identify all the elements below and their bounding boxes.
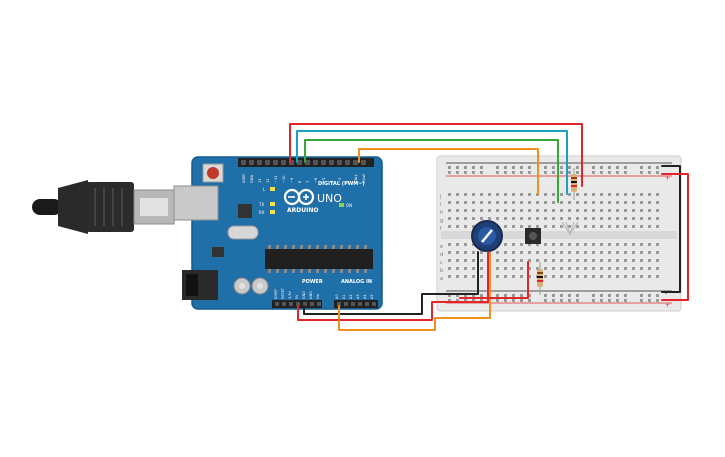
pin-label: 12 — [266, 178, 270, 183]
row-letter: g — [440, 218, 443, 224]
model-label: UNO — [317, 192, 342, 205]
rgb-led[interactable] — [561, 221, 579, 237]
svg-text:A1: A1 — [342, 295, 346, 299]
led-tx-label: TX — [258, 202, 264, 207]
rail-plus-label: + — [665, 175, 670, 182]
arduino-uno-board[interactable]: AREF GND 13 12 ~11 ~10 ~9 8 7 ~6 ~5 4 ~3… — [173, 156, 383, 310]
pin-label: 7 — [306, 181, 310, 183]
rail-plus-label: + — [665, 302, 670, 309]
svg-text:GND: GND — [309, 291, 313, 299]
pin-label: ~11 — [274, 175, 278, 183]
wire-red-top[interactable] — [289, 123, 583, 187]
wire-orange-a0[interactable] — [338, 253, 491, 331]
pin-label: ~3 — [338, 178, 342, 183]
svg-text:IOREF: IOREF — [274, 289, 278, 299]
digital-label: DIGITAL (PWM~) — [318, 181, 365, 187]
pin-label: TX▸1 — [354, 174, 358, 184]
potentiometer[interactable] — [471, 220, 503, 252]
power-label: POWER — [302, 279, 323, 285]
pin-label: ~10 — [282, 175, 286, 183]
wire-teal-top[interactable] — [296, 130, 568, 195]
pin-label: ~6 — [314, 177, 318, 183]
brand-label: ARDUINO — [287, 207, 318, 214]
pin-label: RX◂0 — [362, 173, 366, 183]
arduino-logo-icon — [283, 188, 315, 206]
pin-label: 8 — [298, 180, 302, 183]
rail-minus-label: - — [665, 290, 667, 297]
wire-red-rail[interactable] — [661, 173, 689, 301]
pin-label: 13 — [258, 178, 262, 183]
row-letter: e — [440, 244, 443, 250]
breadboard[interactable]: j i h g f e d c b a + - + - — [436, 155, 682, 312]
breadboard-holes — [448, 166, 659, 302]
svg-text:3.3V: 3.3V — [288, 291, 292, 299]
row-letter: f — [440, 226, 442, 232]
wire-red-button[interactable] — [459, 261, 529, 299]
pin-label: ~5 — [322, 178, 326, 183]
row-letter: j — [439, 194, 441, 200]
pin-label: ~9 — [290, 177, 294, 183]
svg-text:A5: A5 — [370, 295, 374, 299]
wire-black-rail[interactable] — [661, 165, 681, 293]
analog-label: ANALOG IN — [341, 279, 372, 285]
wire-red-5v[interactable] — [297, 251, 489, 321]
digital-pin-labels: AREF GND 13 12 ~11 ~10 ~9 8 7 ~6 ~5 4 ~3… — [242, 173, 366, 184]
pin-label: 4 — [330, 180, 334, 183]
svg-text:A3: A3 — [356, 295, 360, 299]
resistor-top — [571, 168, 577, 200]
pushbutton[interactable] — [525, 228, 541, 244]
row-letter: d — [440, 252, 443, 258]
led-l-label: L — [263, 187, 266, 192]
svg-text:5V: 5V — [295, 294, 299, 299]
reset-button[interactable] — [207, 167, 219, 179]
row-letter: a — [440, 276, 443, 282]
row-letter: h — [440, 210, 443, 216]
row-letter: c — [440, 260, 443, 266]
led-rx-label: RX — [259, 210, 265, 215]
svg-text:GND: GND — [302, 291, 306, 299]
pin-label: 2 — [346, 181, 350, 183]
led-on-label: ON — [346, 203, 352, 208]
usb-cable[interactable] — [32, 180, 175, 234]
svg-text:A2: A2 — [349, 295, 353, 299]
wire-green-top[interactable] — [304, 139, 559, 203]
pin-label: GND — [250, 175, 254, 183]
resistor-bottom — [537, 262, 543, 295]
analog-pin-labels: A0 A1 A2 A3 A4 A5 — [335, 295, 374, 299]
wire-orange-top[interactable] — [358, 148, 539, 195]
row-letter: b — [440, 268, 443, 274]
svg-text:Vin: Vin — [316, 294, 320, 299]
power-pin-labels: IOREF RESET 3.3V 5V GND GND Vin — [274, 287, 320, 299]
row-letter: i — [440, 202, 441, 208]
wire-black-gnd[interactable] — [303, 251, 479, 315]
svg-text:A0: A0 — [335, 295, 339, 299]
svg-text:A4: A4 — [363, 295, 367, 299]
svg-text:RESET: RESET — [281, 287, 285, 299]
pin-label: AREF — [242, 174, 246, 183]
